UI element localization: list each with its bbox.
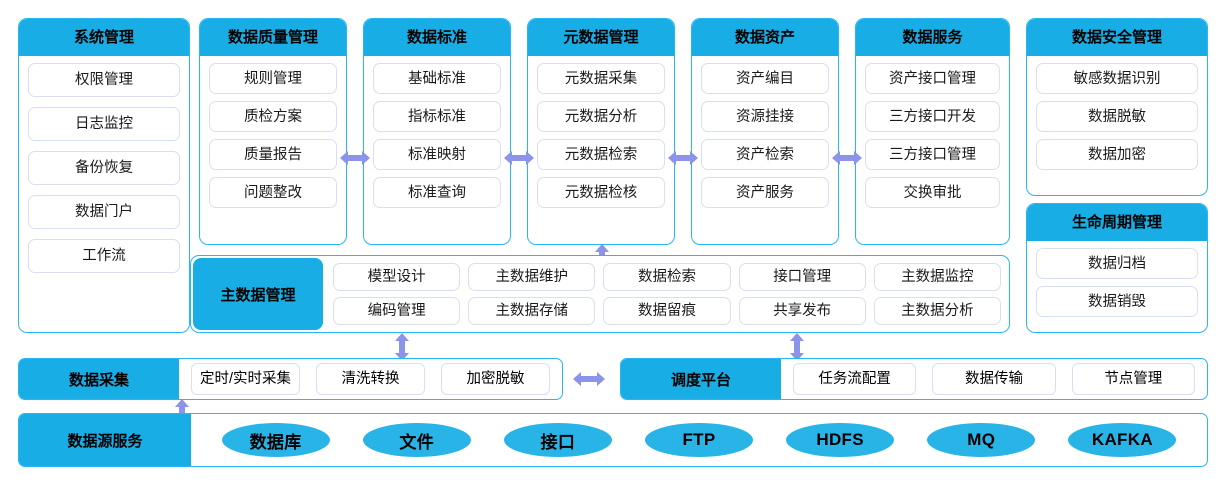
scheduler-items: 任务流配置 数据传输 节点管理	[781, 359, 1207, 399]
cell-item[interactable]: 数据留痕	[603, 297, 731, 325]
panel-title: 数据质量管理	[200, 19, 346, 56]
panel-title: 生命周期管理	[1027, 204, 1207, 241]
source-pill-ftp[interactable]: FTP	[644, 423, 753, 457]
cell-item[interactable]: 元数据检索	[537, 139, 665, 170]
panel-body: 规则管理 质检方案 质量报告 问题整改	[200, 56, 346, 216]
cell-item[interactable]: 清洗转换	[316, 363, 425, 395]
cell-item[interactable]: 共享发布	[738, 297, 866, 325]
cell-item[interactable]: 数据门户	[28, 195, 180, 229]
cell-item[interactable]: 资产编目	[701, 63, 829, 94]
source-pill-file[interactable]: 文件	[362, 423, 471, 457]
cell-item[interactable]: 编码管理	[333, 297, 461, 325]
source-items: 数据库 文件 接口 FTP HDFS MQ KAFKA	[191, 414, 1207, 466]
arrow-asset-to-service	[832, 148, 862, 168]
cell-item[interactable]: 质检方案	[209, 101, 337, 132]
cell-item[interactable]: 资产检索	[701, 139, 829, 170]
cell-item[interactable]: 数据传输	[932, 363, 1056, 395]
cell-item[interactable]: 资产服务	[701, 177, 829, 208]
cell-item[interactable]: 标准查询	[373, 177, 501, 208]
panel-lifecycle-management[interactable]: 生命周期管理 数据归档 数据销毁	[1026, 203, 1208, 333]
panel-title: 数据资产	[692, 19, 838, 56]
master-data-grid: 模型设计 主数据维护 数据检索 接口管理 主数据监控 编码管理 主数据存储 数据…	[325, 256, 1009, 332]
panel-body: 权限管理 日志监控 备份恢复 数据门户 工作流	[19, 56, 189, 281]
band-data-collection[interactable]: 数据采集 定时/实时采集 清洗转换 加密脱敏	[18, 358, 563, 400]
cell-item[interactable]: 三方接口开发	[865, 101, 1000, 132]
band-data-source-service[interactable]: 数据源服务 数据库 文件 接口 FTP HDFS MQ KAFKA	[18, 413, 1208, 467]
cell-item[interactable]: 工作流	[28, 239, 180, 273]
collection-items: 定时/实时采集 清洗转换 加密脱敏	[179, 359, 562, 399]
cell-item[interactable]: 节点管理	[1071, 363, 1195, 395]
cell-item[interactable]: 交换审批	[865, 177, 1000, 208]
cell-item[interactable]: 数据销毁	[1036, 286, 1198, 317]
arrow-master-data-to-collection	[392, 333, 412, 361]
cell-item[interactable]: 数据归档	[1036, 248, 1198, 279]
panel-data-quality-management[interactable]: 数据质量管理 规则管理 质检方案 质量报告 问题整改	[199, 18, 347, 245]
cell-item[interactable]: 日志监控	[28, 107, 180, 141]
cell-item[interactable]: 模型设计	[333, 263, 461, 291]
panel-title: 系统管理	[19, 19, 189, 56]
panel-body: 元数据采集 元数据分析 元数据检索 元数据检核	[528, 56, 674, 216]
panel-body: 基础标准 指标标准 标准映射 标准查询	[364, 56, 510, 216]
cell-item[interactable]: 主数据存储	[468, 297, 596, 325]
arrow-metadata-to-asset	[668, 148, 698, 168]
arrow-master-data-to-scheduler	[787, 333, 807, 361]
panel-system-management[interactable]: 系统管理 权限管理 日志监控 备份恢复 数据门户 工作流	[18, 18, 190, 333]
cell-item[interactable]: 接口管理	[738, 263, 866, 291]
band-label: 数据源服务	[19, 414, 191, 466]
cell-item[interactable]: 元数据分析	[537, 101, 665, 132]
arrow-quality-to-standard	[340, 148, 370, 168]
panel-data-service[interactable]: 数据服务 资产接口管理 三方接口开发 三方接口管理 交换审批	[855, 18, 1010, 245]
cell-item[interactable]: 质量报告	[209, 139, 337, 170]
band-scheduling-platform[interactable]: 调度平台 任务流配置 数据传输 节点管理	[620, 358, 1208, 400]
panel-body: 数据归档 数据销毁	[1027, 241, 1207, 325]
cell-item[interactable]: 备份恢复	[28, 151, 180, 185]
panel-body: 资产接口管理 三方接口开发 三方接口管理 交换审批	[856, 56, 1009, 216]
arrow-standard-to-metadata	[504, 148, 534, 168]
cell-item[interactable]: 敏感数据识别	[1036, 63, 1198, 94]
cell-item[interactable]: 主数据维护	[468, 263, 596, 291]
source-pill-database[interactable]: 数据库	[221, 423, 330, 457]
source-pill-kafka[interactable]: KAFKA	[1068, 423, 1177, 457]
panel-data-security-management[interactable]: 数据安全管理 敏感数据识别 数据脱敏 数据加密	[1026, 18, 1208, 196]
panel-metadata-management[interactable]: 元数据管理 元数据采集 元数据分析 元数据检索 元数据检核	[527, 18, 675, 245]
cell-item[interactable]: 问题整改	[209, 177, 337, 208]
panel-title: 数据服务	[856, 19, 1009, 56]
panel-data-standard[interactable]: 数据标准 基础标准 指标标准 标准映射 标准查询	[363, 18, 511, 245]
panel-data-asset[interactable]: 数据资产 资产编目 资源挂接 资产检索 资产服务	[691, 18, 839, 245]
cell-item[interactable]: 资源挂接	[701, 101, 829, 132]
cell-item[interactable]: 定时/实时采集	[191, 363, 300, 395]
panel-body: 资产编目 资源挂接 资产检索 资产服务	[692, 56, 838, 216]
cell-item[interactable]: 主数据监控	[873, 263, 1001, 291]
cell-item[interactable]: 主数据分析	[873, 297, 1001, 325]
cell-item[interactable]: 权限管理	[28, 63, 180, 97]
source-pill-hdfs[interactable]: HDFS	[786, 423, 895, 457]
band-master-data-management[interactable]: 主数据管理 模型设计 主数据维护 数据检索 接口管理 主数据监控 编码管理 主数…	[190, 255, 1010, 333]
cell-item[interactable]: 三方接口管理	[865, 139, 1000, 170]
arrow-collection-to-scheduler	[573, 369, 605, 389]
panel-title: 数据安全管理	[1027, 19, 1207, 56]
band-label: 数据采集	[19, 359, 179, 399]
cell-item[interactable]: 数据脱敏	[1036, 101, 1198, 132]
cell-item[interactable]: 数据检索	[603, 263, 731, 291]
panel-title: 元数据管理	[528, 19, 674, 56]
panel-title: 数据标准	[364, 19, 510, 56]
panel-body: 敏感数据识别 数据脱敏 数据加密	[1027, 56, 1207, 178]
cell-item[interactable]: 基础标准	[373, 63, 501, 94]
cell-item[interactable]: 资产接口管理	[865, 63, 1000, 94]
cell-item[interactable]: 元数据检核	[537, 177, 665, 208]
cell-item[interactable]: 任务流配置	[793, 363, 917, 395]
cell-item[interactable]: 数据加密	[1036, 139, 1198, 170]
cell-item[interactable]: 指标标准	[373, 101, 501, 132]
cell-item[interactable]: 元数据采集	[537, 63, 665, 94]
source-pill-interface[interactable]: 接口	[503, 423, 612, 457]
cell-item[interactable]: 加密脱敏	[441, 363, 550, 395]
band-label: 主数据管理	[193, 258, 323, 330]
cell-item[interactable]: 规则管理	[209, 63, 337, 94]
cell-item[interactable]: 标准映射	[373, 139, 501, 170]
band-label: 调度平台	[621, 359, 781, 399]
source-pill-mq[interactable]: MQ	[927, 423, 1036, 457]
